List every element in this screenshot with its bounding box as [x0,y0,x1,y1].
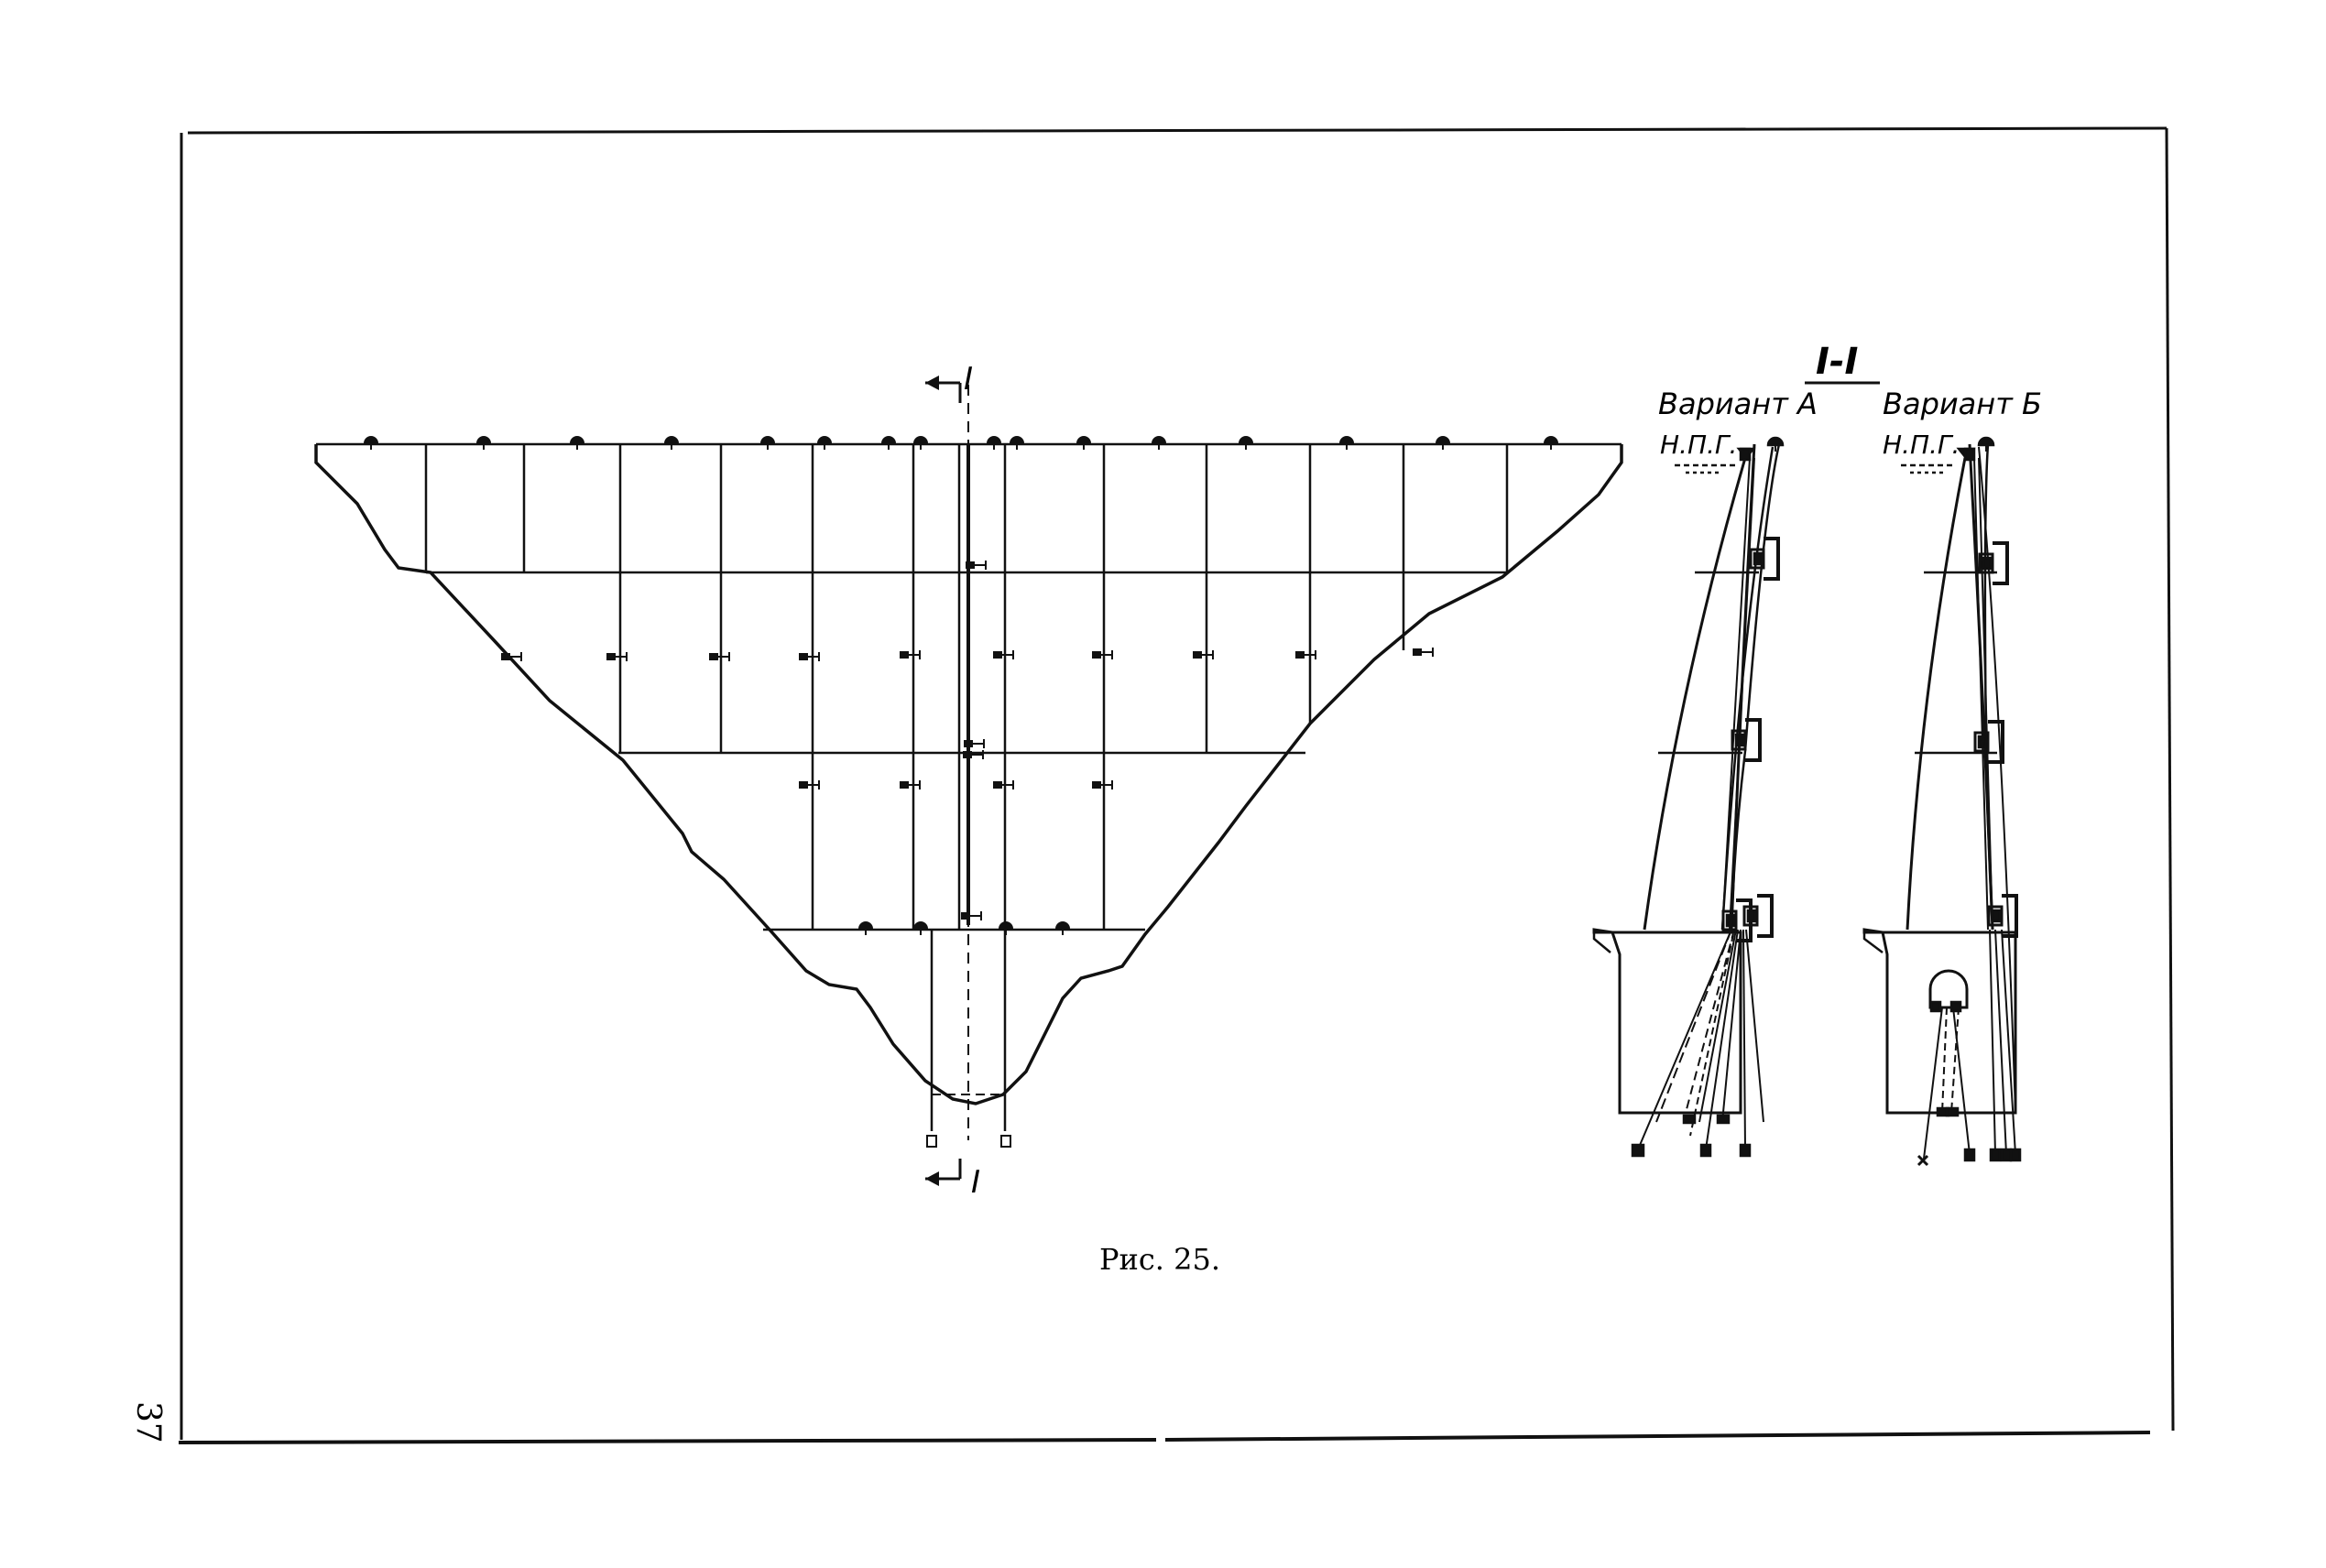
lower-anchors [857,920,1071,936]
section-variant-a [1592,436,1785,1158]
page-frame [178,126,2175,1444]
dam-elevation [314,385,1623,1148]
section-mark-bottom-label: I [971,1164,980,1201]
section-title: I-I [1816,341,1858,383]
npg-label-a: Н.П.Г. [1660,430,1737,460]
variant-a-label: Вариант А [1658,387,1818,421]
section-mark-top-label: I [964,361,973,397]
crest-anchors [363,435,1559,451]
valley-profile [314,444,1623,1105]
variant-b-label: Вариант Б [1883,387,2042,421]
npg-label-b: Н.П.Г. [1883,430,1960,460]
section-marker-bottom [925,1159,962,1186]
section-variant-b [1862,436,2022,1167]
figure-caption: Рис. 25. [1099,1242,1220,1277]
section-marker-top [925,376,962,403]
page-number: 37 [129,1401,167,1443]
